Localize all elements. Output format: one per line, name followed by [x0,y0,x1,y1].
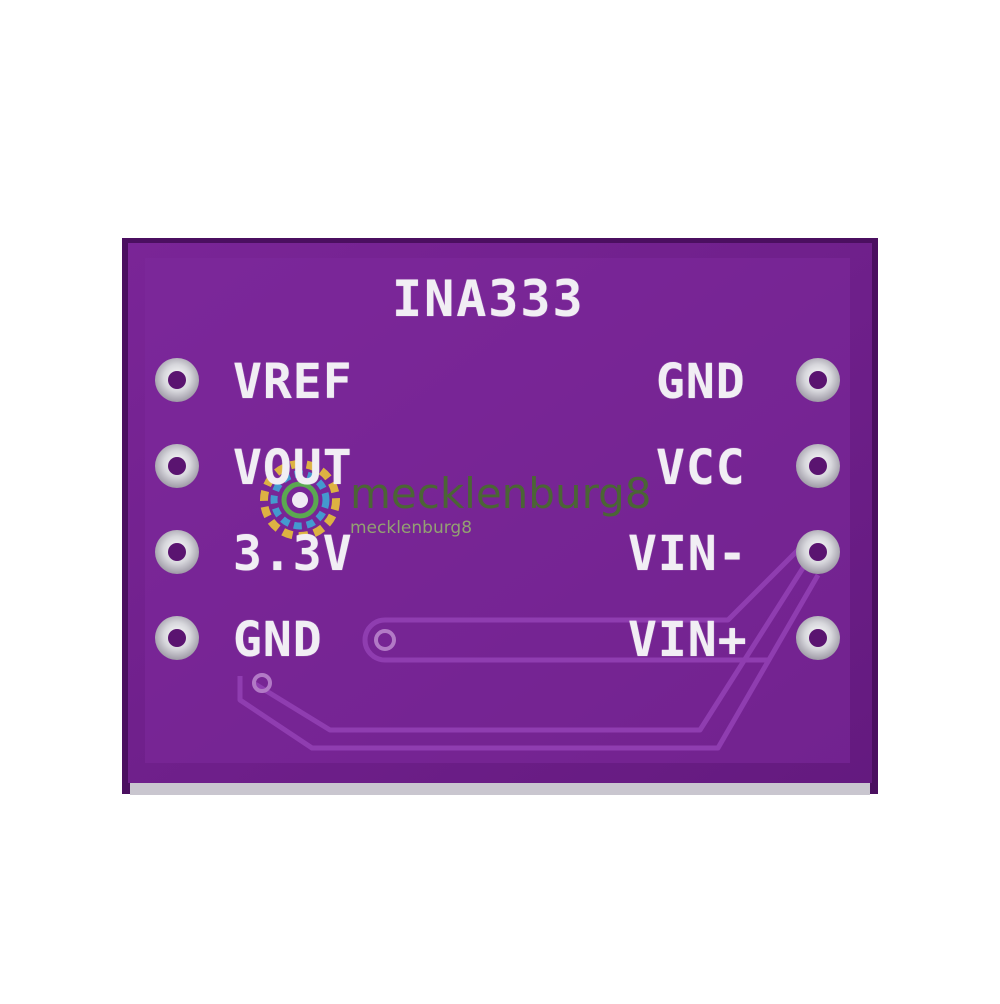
label-vcc: VCC [656,440,746,496]
watermark-subtext: mecklenburg8 [350,518,473,538]
pad-hole [168,457,186,475]
label-gnd-right: GND [656,354,746,410]
pad-hole [168,543,186,561]
pad-hole [809,457,827,475]
watermark-logo-icon [260,460,340,540]
pad-hole [168,629,186,647]
via-1 [374,629,396,651]
label-vin-minus: VIN- [628,526,748,582]
label-vref: VREF [233,354,353,410]
traces [237,546,821,751]
trace-vin-plus [253,558,811,733]
pad-hole [809,629,827,647]
pad-hole [809,543,827,561]
label-vin-plus: VIN+ [628,612,748,668]
left-pads [155,358,199,660]
trace-vin-minus [362,546,802,663]
board-bottom-edge [130,783,870,795]
right-pads [796,358,840,660]
watermark-text: mecklenburg8 [350,469,652,518]
pad-hole [809,371,827,389]
trace-vin-plus-outer [237,573,821,751]
label-gnd-left: GND [233,612,323,668]
label-3v3: 3.3V [233,526,353,582]
label-vout: VOUT [233,440,353,496]
pad-hole [168,371,186,389]
via-2 [252,673,272,693]
chip-title: INA333 [392,270,585,328]
